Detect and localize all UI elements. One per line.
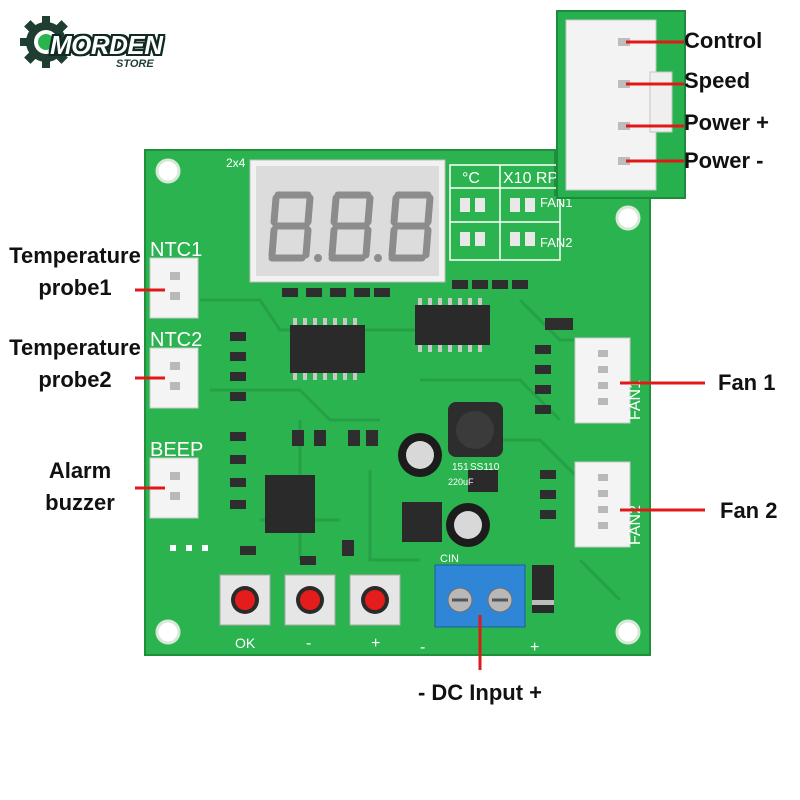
smd-components	[230, 280, 573, 565]
gear-icon	[20, 16, 72, 68]
silk-beep: BEEP	[150, 439, 203, 461]
store-logo: MORDEN STORE	[18, 14, 168, 76]
label-speed: Speed	[684, 68, 751, 93]
logo-brand: MORDEN	[50, 30, 163, 60]
silk-celsius: °C	[462, 170, 480, 187]
silk-2x4: 2x4	[226, 156, 246, 170]
callout-lines	[135, 288, 705, 670]
silk-ntc2: NTC2	[150, 329, 202, 351]
seven-segment-display	[249, 159, 446, 283]
silk-fan2: FAN2	[540, 235, 573, 250]
silk-cap220: 220uF	[448, 477, 474, 487]
label-alarm: Alarm buzzer	[20, 458, 140, 516]
label-probe1-line1: Temperature	[9, 243, 141, 268]
silk-ntc1: NTC1	[150, 239, 202, 261]
label-probe1-line2: probe1	[38, 275, 112, 300]
silk-dc-plus: +	[530, 639, 539, 656]
silk-ok: OK	[235, 635, 256, 651]
ic-chips	[265, 305, 490, 542]
fan-connector-inset	[556, 10, 688, 199]
label-alarm-line2: buzzer	[45, 490, 115, 515]
label-fan2: Fan 2	[720, 498, 778, 523]
silk-ss110: SS110	[470, 462, 500, 473]
inset-connector	[565, 19, 688, 191]
silk-fan1-side: FAN1	[627, 380, 644, 420]
label-power-minus: Power -	[684, 148, 764, 173]
led-indicator-frame	[449, 164, 561, 261]
label-fan1: Fan 1	[718, 370, 776, 395]
diode	[532, 565, 554, 613]
silk-plus: +	[371, 635, 380, 652]
silk-x10rpm: X10 RP	[503, 170, 558, 187]
label-power-plus: Power +	[684, 110, 769, 135]
mounting-holes	[155, 158, 641, 645]
silk-cin: CIN	[440, 553, 459, 565]
silk-fan2-side: FAN2	[627, 505, 644, 545]
label-probe2-line2: probe2	[38, 367, 112, 392]
silk-u151: 151	[452, 462, 469, 473]
push-buttons	[219, 574, 401, 626]
label-probe2: Temperature probe2	[0, 335, 150, 393]
label-probe1: Temperature probe1	[0, 243, 150, 301]
silk-dc-minus: -	[420, 639, 425, 656]
silk-minus: -	[306, 635, 311, 652]
left-connectors	[149, 257, 199, 519]
label-dc-input: - DC Input +	[417, 680, 543, 705]
label-control: Control	[684, 28, 763, 53]
logo-sub: STORE	[116, 58, 154, 70]
label-alarm-line1: Alarm	[48, 458, 112, 483]
label-probe2-line1: Temperature	[9, 335, 141, 360]
right-fan-connectors	[574, 337, 631, 548]
